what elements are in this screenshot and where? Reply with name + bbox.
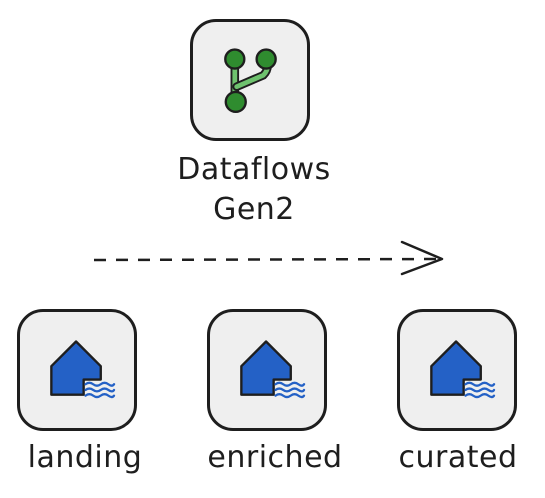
stage-label-curated: curated	[398, 440, 518, 475]
dataflow-icon	[224, 48, 277, 114]
curated-tile[interactable]	[397, 309, 517, 431]
lakehouse-icon	[50, 340, 116, 399]
dataflows-tile[interactable]	[190, 19, 310, 141]
stage-label-landing: landing	[27, 440, 143, 475]
stage-label-enriched: enriched	[207, 440, 343, 475]
dataflows-title-line1: Dataflows	[177, 152, 331, 187]
enriched-tile[interactable]	[207, 309, 327, 431]
dataflows-title-line2: Gen2	[213, 192, 295, 227]
lakehouse-icon	[430, 340, 496, 399]
landing-tile[interactable]	[17, 309, 137, 431]
lakehouse-icon	[240, 340, 306, 399]
